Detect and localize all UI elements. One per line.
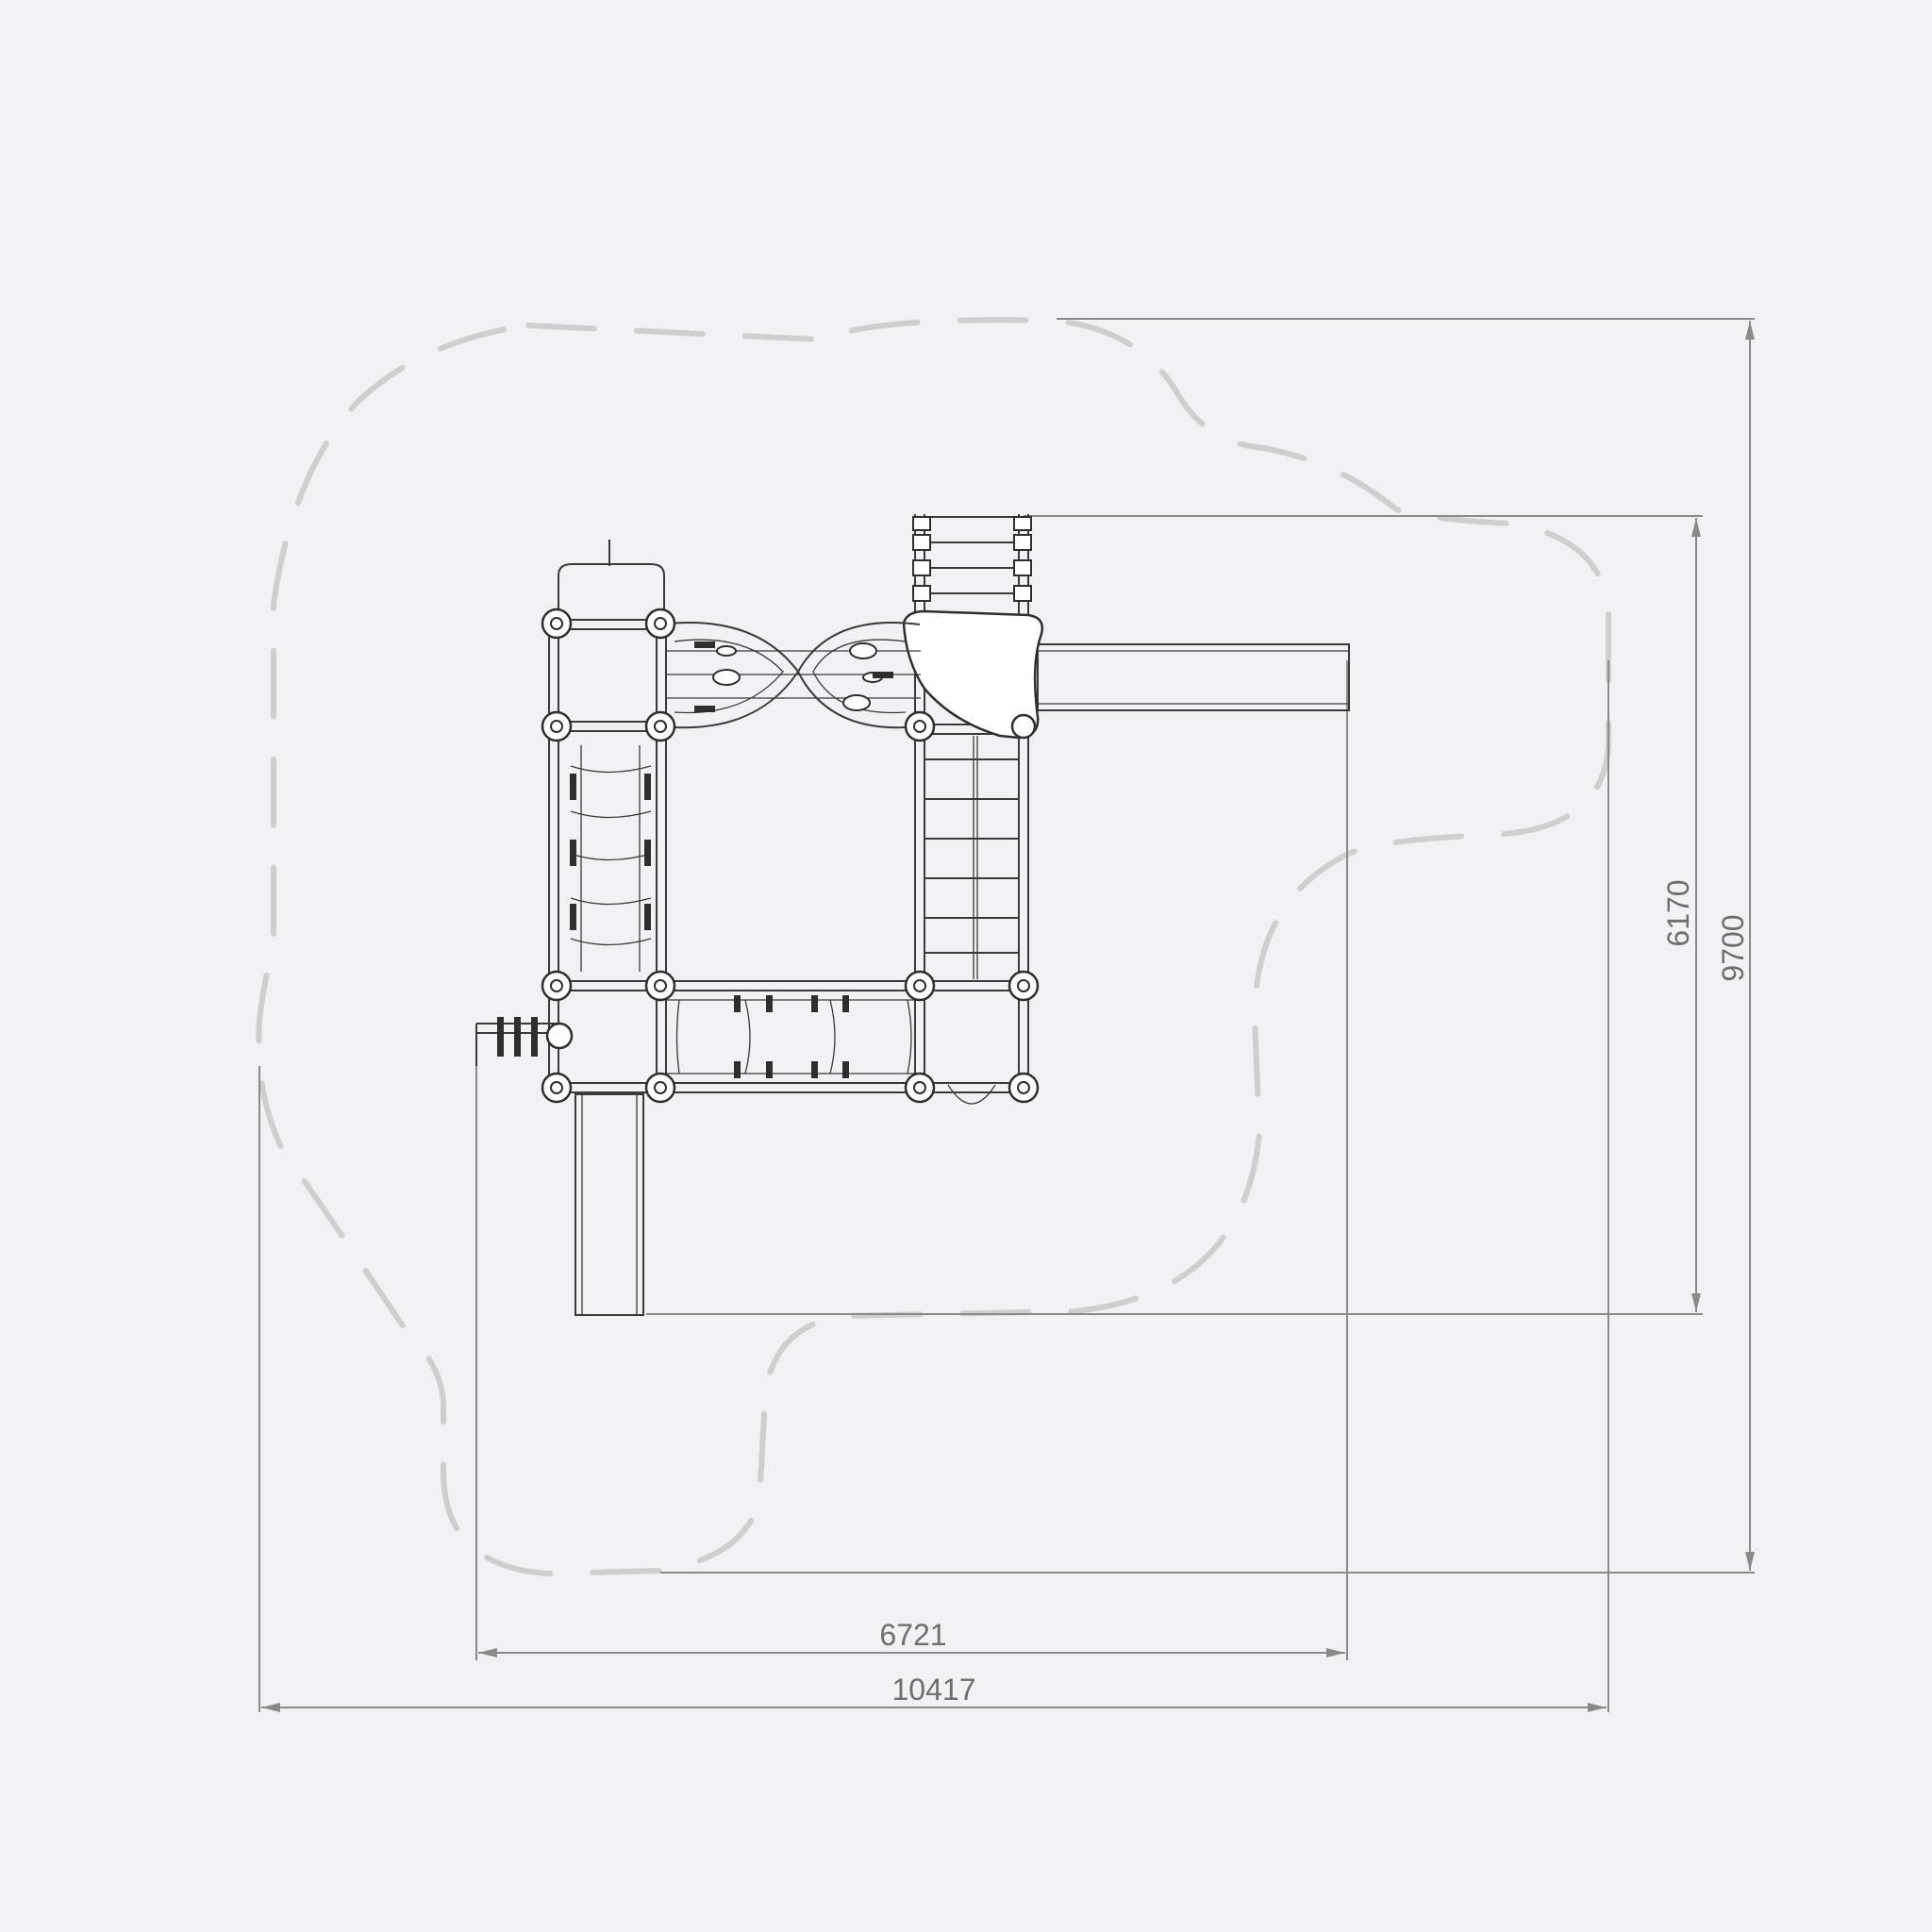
dimension-label-9700: 9700 bbox=[1716, 914, 1750, 981]
safety-zone-outline bbox=[256, 317, 1611, 1577]
platform-top-right bbox=[902, 609, 1044, 740]
structure-frame bbox=[548, 514, 1029, 1093]
climbing-holds bbox=[497, 641, 893, 1078]
climbing-panel-bottom bbox=[666, 999, 996, 1105]
dimension-6170: 6170 bbox=[1661, 518, 1701, 1312]
post-connectors bbox=[541, 608, 1040, 1104]
dimension-10417: 10417 bbox=[261, 1673, 1607, 1712]
rope-bridge bbox=[659, 622, 921, 729]
climbing-panel-left bbox=[570, 745, 652, 972]
slide-right bbox=[1037, 643, 1350, 711]
dimension-6721: 6721 bbox=[478, 1618, 1345, 1657]
dimension-label-6721: 6721 bbox=[879, 1618, 946, 1652]
dimension-9700: 9700 bbox=[1716, 321, 1755, 1571]
ladder-top bbox=[912, 516, 1032, 602]
slide-bottom bbox=[575, 1093, 644, 1316]
dimension-extension-lines bbox=[258, 318, 1755, 1712]
rope-net-right bbox=[924, 736, 1019, 979]
dimension-label-10417: 10417 bbox=[892, 1673, 976, 1707]
dimension-label-6170: 6170 bbox=[1661, 879, 1695, 946]
